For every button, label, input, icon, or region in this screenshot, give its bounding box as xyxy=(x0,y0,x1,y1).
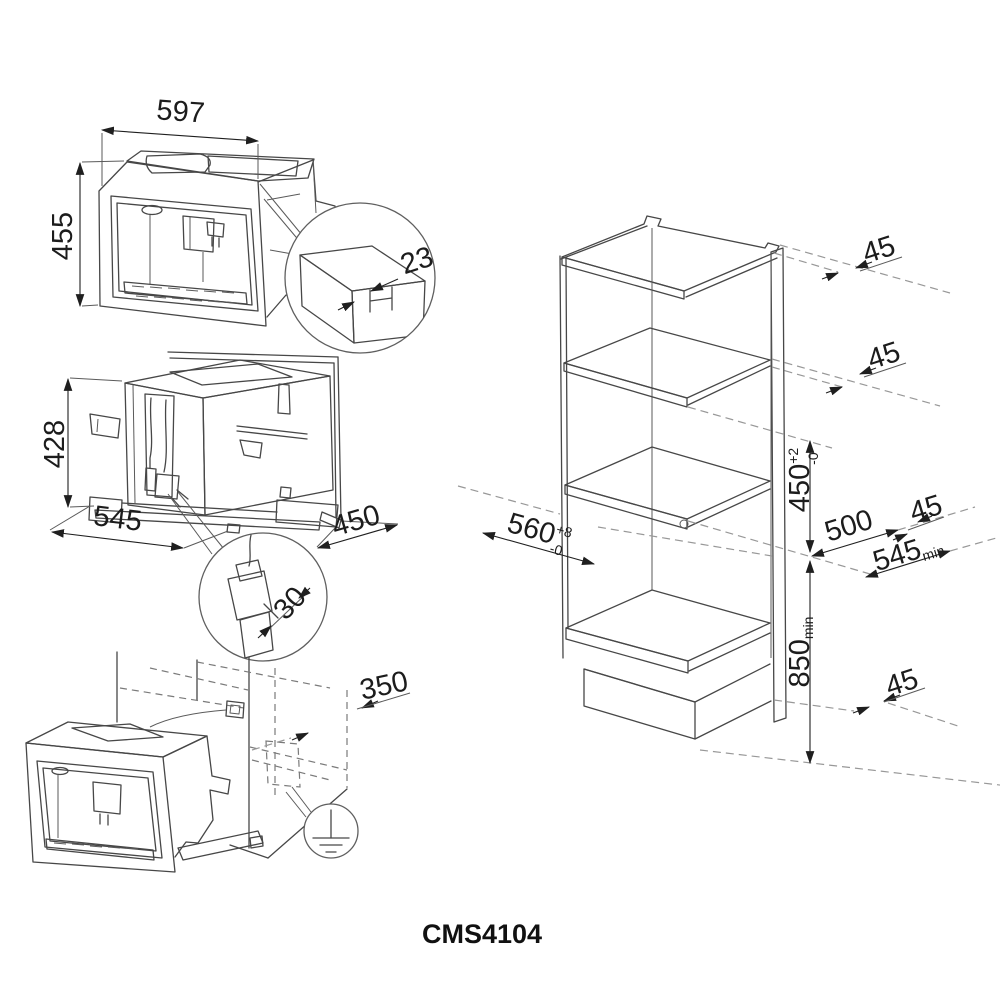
earth-ground-icon xyxy=(312,809,350,853)
niche-height-label: 450+2-0 xyxy=(784,448,821,513)
installed-view-drawing xyxy=(25,651,359,873)
cabinet-drawing xyxy=(559,215,787,740)
rear-width-label: 545 xyxy=(92,500,144,538)
niche-width-label: 560+8-0 xyxy=(502,507,574,560)
cabinet-depth-label: 545min xyxy=(869,527,946,578)
rear-height-label: 428 xyxy=(39,420,71,468)
front-view-drawing xyxy=(98,150,436,354)
gap-bottom-label: 45 xyxy=(882,663,923,703)
rear-depth-label: 450 xyxy=(328,499,383,543)
floor-height-label: 850min xyxy=(784,617,816,688)
installed-view-dimensions: 350 xyxy=(251,665,411,751)
model-number: CMS4104 xyxy=(422,919,542,949)
gap-back-label: 45 xyxy=(906,489,946,529)
cable-clearance-label: 350 xyxy=(357,665,411,706)
rear-view-drawing xyxy=(88,351,342,662)
front-width-label: 597 xyxy=(155,94,206,129)
front-height-label: 455 xyxy=(47,212,79,260)
niche-depth-label: 500 xyxy=(821,504,877,549)
